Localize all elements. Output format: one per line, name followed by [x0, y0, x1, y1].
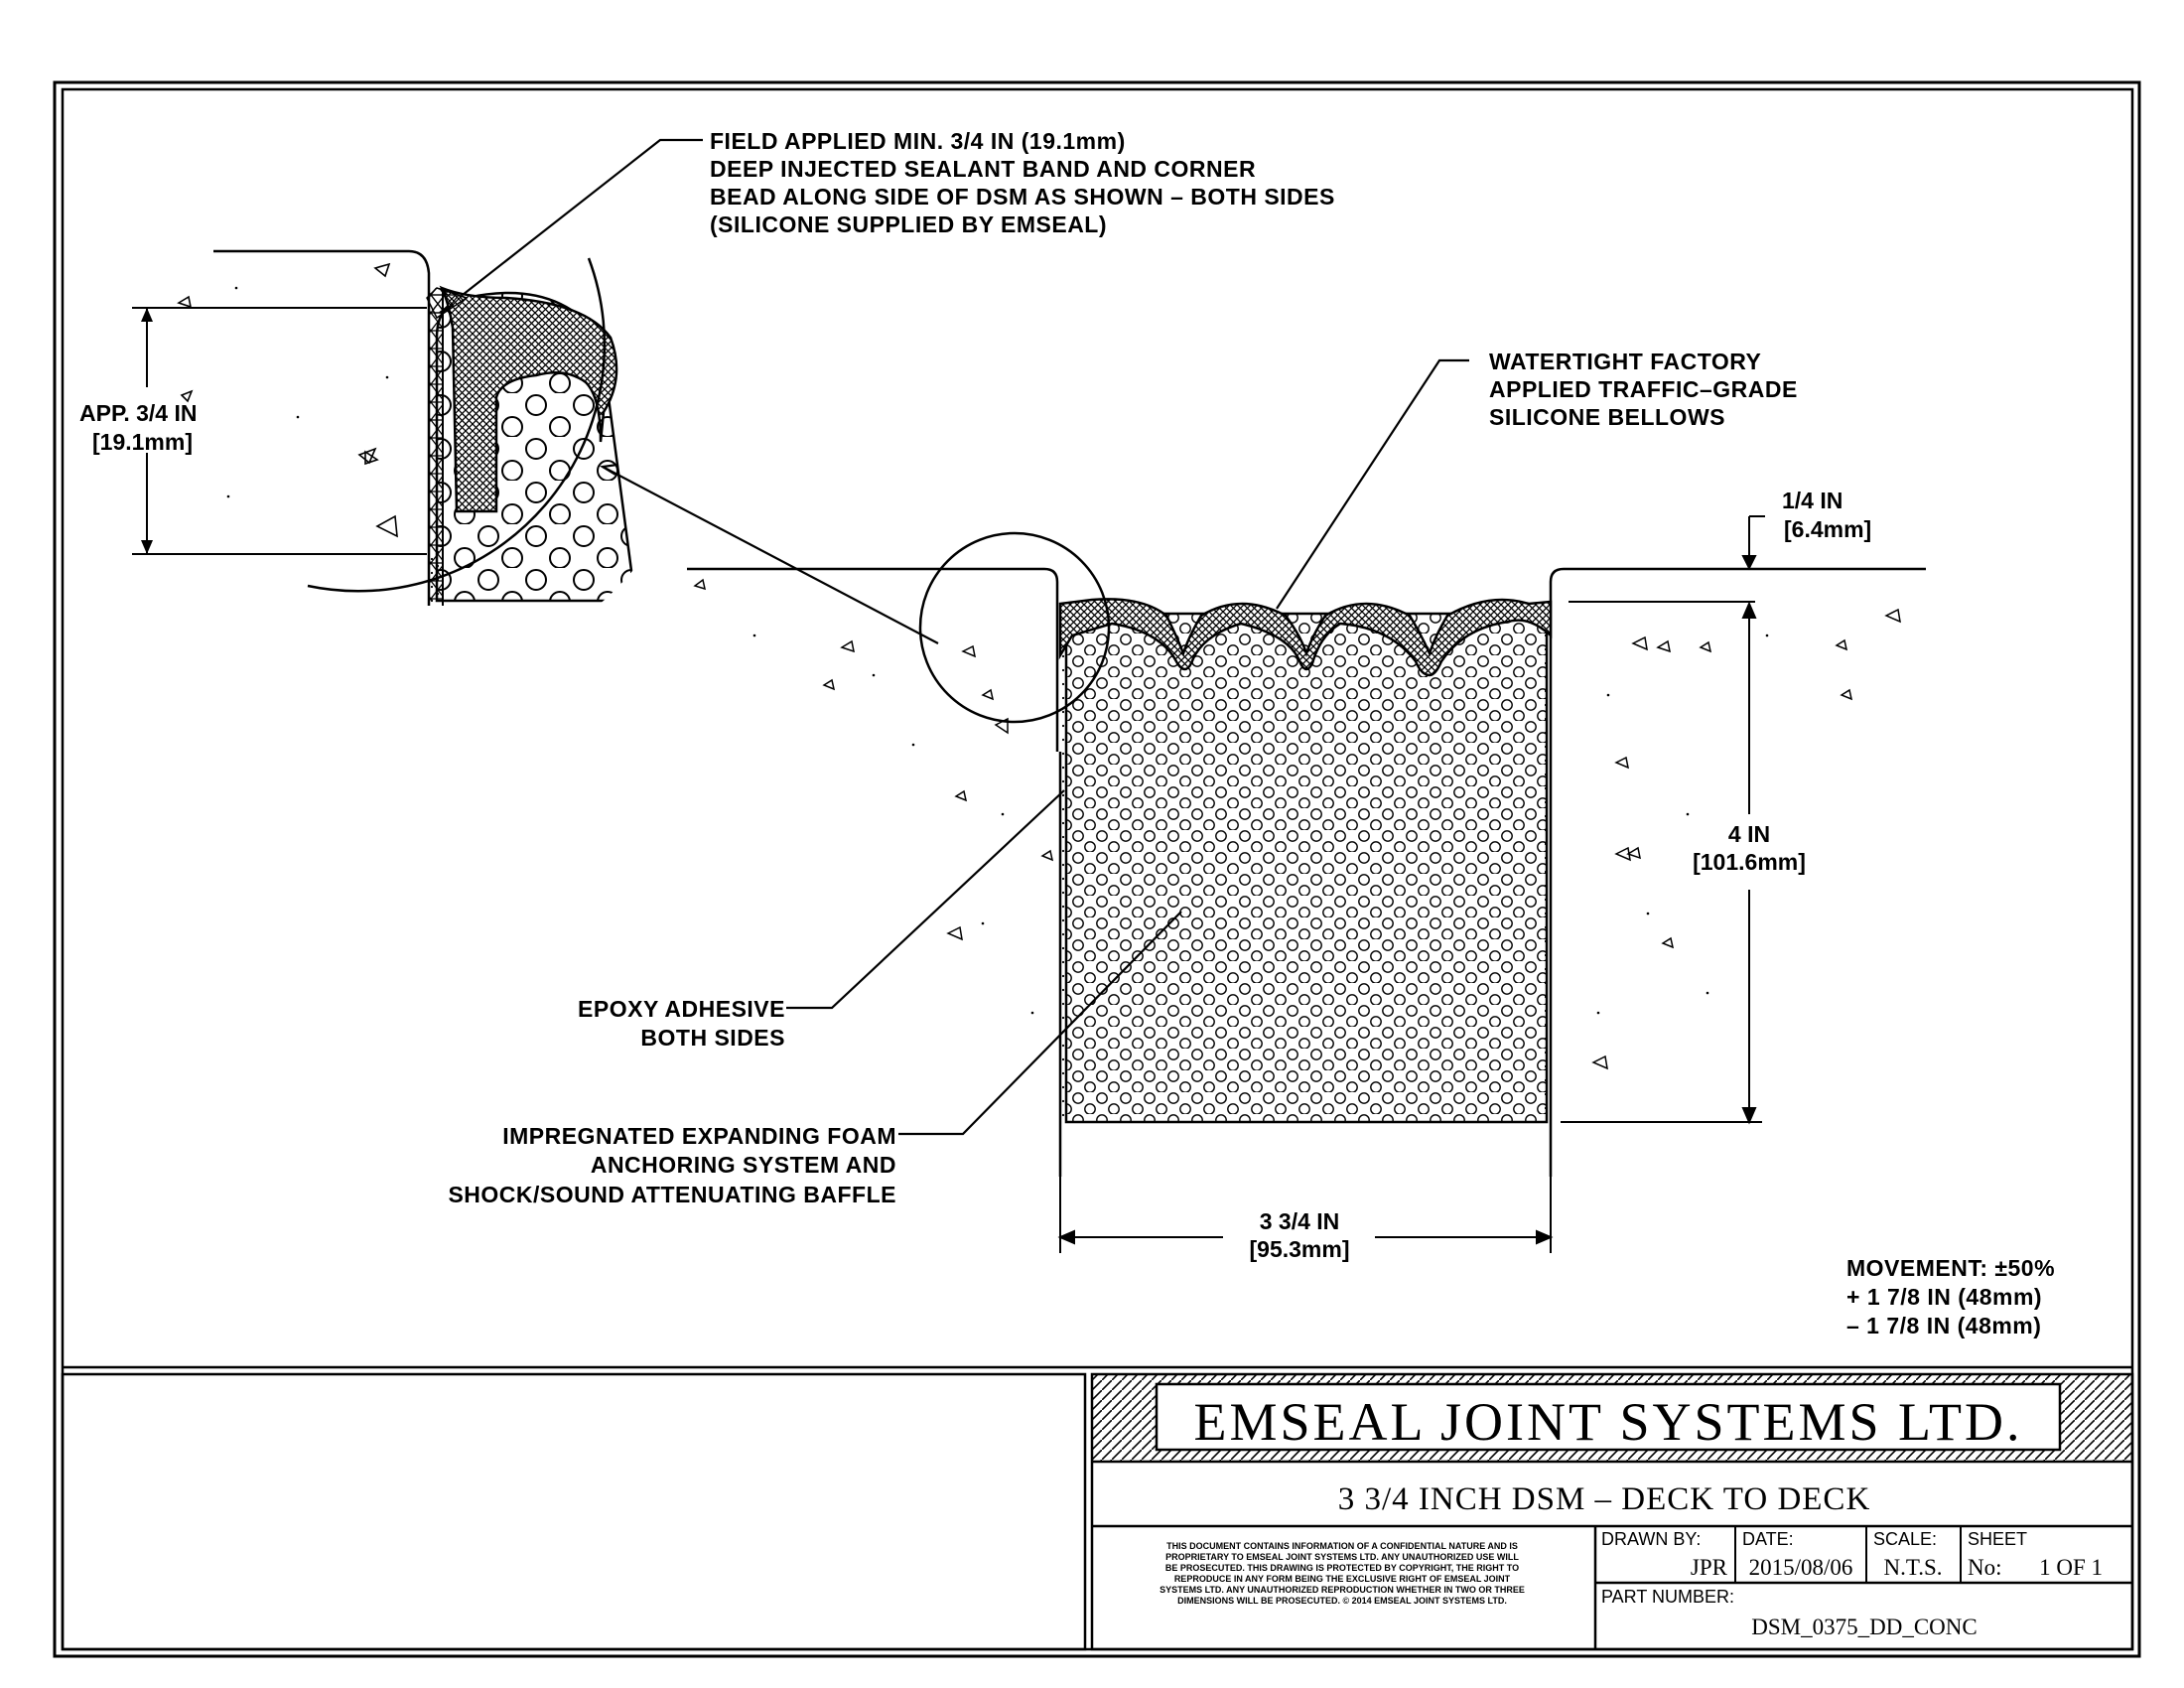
scale-value: N.T.S.	[1884, 1555, 1943, 1580]
svg-text:SHOCK/SOUND ATTENUATING BAFFLE: SHOCK/SOUND ATTENUATING BAFFLE	[448, 1182, 896, 1207]
dim-depth	[1561, 601, 1762, 1125]
svg-text:EPOXY ADHESIVE: EPOXY ADHESIVE	[578, 996, 785, 1022]
svg-text:SYSTEMS LTD. ANY UNAUTHORIZED: SYSTEMS LTD. ANY UNAUTHORIZED REPRODUCTI…	[1160, 1585, 1525, 1595]
scale-label: SCALE:	[1873, 1529, 1937, 1549]
date-value: 2015/08/06	[1749, 1555, 1853, 1580]
dim-width-label-1: 3 3/4 IN	[1260, 1208, 1340, 1234]
part-number-value: DSM_0375_DD_CONC	[1751, 1615, 1977, 1639]
leader-foam	[898, 911, 1182, 1136]
note-movement: MOVEMENT: ±50% + 1 7/8 IN (48mm) – 1 7/8…	[1846, 1255, 2055, 1338]
drawing-title: 3 3/4 INCH DSM – DECK TO DECK	[1338, 1481, 1871, 1517]
sheet-no-label: No:	[1968, 1555, 2002, 1580]
main-section	[439, 138, 1926, 1253]
epoxy-right	[1545, 614, 1551, 1122]
leader-bellows	[1276, 358, 1469, 610]
svg-text:(SILICONE SUPPLIED BY EMSEAL): (SILICONE SUPPLIED BY EMSEAL)	[710, 211, 1107, 237]
svg-text:ANCHORING SYSTEM AND: ANCHORING SYSTEM AND	[591, 1152, 896, 1178]
dim-depth-label-2: [101.6mm]	[1693, 849, 1806, 875]
drawn-by-value: JPR	[1691, 1555, 1728, 1580]
dim-width	[1057, 1132, 1554, 1253]
leader-sealant	[439, 138, 703, 314]
detail-sealant-band	[439, 285, 618, 513]
disclaimer: THIS DOCUMENT CONTAINS INFORMATION OF A …	[1160, 1541, 1525, 1606]
sheet-label: SHEET	[1968, 1529, 2027, 1549]
dim-width-label-2: [95.3mm]	[1250, 1236, 1350, 1262]
outer-border	[53, 80, 2141, 1658]
svg-text:DIMENSIONS WILL BE PROSECUTED.: DIMENSIONS WILL BE PROSECUTED. © 2014 EM…	[1177, 1596, 1507, 1606]
epoxy-left	[1060, 614, 1066, 1122]
dim-recess-label-2: [6.4mm]	[1784, 516, 1871, 542]
svg-text:FIELD APPLIED MIN. 3/4 IN (19.: FIELD APPLIED MIN. 3/4 IN (19.1mm)	[710, 128, 1126, 154]
enlarged-detail	[132, 249, 637, 606]
svg-text:BOTH SIDES: BOTH SIDES	[640, 1025, 785, 1051]
leader-epoxy	[786, 789, 1065, 1010]
svg-text:MOVEMENT: ±50%: MOVEMENT: ±50%	[1846, 1255, 2055, 1281]
part-number-label: PART NUMBER:	[1601, 1587, 1734, 1607]
detail-callout-circle	[918, 531, 1111, 724]
note-epoxy: EPOXY ADHESIVE BOTH SIDES	[578, 996, 785, 1051]
svg-text:BEAD ALONG SIDE OF DSM AS SHOW: BEAD ALONG SIDE OF DSM AS SHOWN – BOTH S…	[710, 184, 1335, 210]
svg-text:PROPRIETARY TO EMSEAL JOINT SY: PROPRIETARY TO EMSEAL JOINT SYSTEMS LTD.…	[1165, 1552, 1519, 1562]
svg-text:THIS DOCUMENT CONTAINS INFORMA: THIS DOCUMENT CONTAINS INFORMATION OF A …	[1166, 1541, 1518, 1551]
svg-text:IMPREGNATED EXPANDING FOAM: IMPREGNATED EXPANDING FOAM	[502, 1123, 896, 1149]
svg-text:REPRODUCE IN ANY FORM BEING TH: REPRODUCE IN ANY FORM BEING THE EXCLUSIV…	[1174, 1574, 1511, 1584]
svg-text:WATERTIGHT FACTORY: WATERTIGHT FACTORY	[1489, 349, 1761, 374]
company-name: EMSEAL JOINT SYSTEMS LTD.	[1193, 1392, 2022, 1452]
date-label: DATE:	[1742, 1529, 1794, 1549]
svg-text:+ 1 7/8 IN (48mm): + 1 7/8 IN (48mm)	[1846, 1284, 2042, 1310]
dim-detail-label-2: [19.1mm]	[92, 429, 193, 455]
svg-text:– 1 7/8 IN (48mm): – 1 7/8 IN (48mm)	[1846, 1313, 2041, 1338]
note-foam: IMPREGNATED EXPANDING FOAM ANCHORING SYS…	[448, 1123, 896, 1207]
title-block	[61, 1372, 2134, 1651]
leader-detail	[602, 466, 939, 644]
svg-text:DEEP INJECTED SEALANT BAND AND: DEEP INJECTED SEALANT BAND AND CORNER	[710, 156, 1256, 182]
note-sealant: FIELD APPLIED MIN. 3/4 IN (19.1mm) DEEP …	[710, 128, 1335, 237]
svg-text:BE PROSECUTED. THIS DRAWING IS: BE PROSECUTED. THIS DRAWING IS PROTECTED…	[1165, 1563, 1519, 1573]
dim-detail-label-1: APP. 3/4 IN	[79, 400, 197, 426]
drawn-by-label: DRAWN BY:	[1601, 1529, 1701, 1549]
foam-body	[1064, 612, 1549, 1124]
dim-depth-label-1: 4 IN	[1728, 821, 1770, 847]
sheet-value: 1 OF 1	[2039, 1555, 2103, 1580]
dim-recess-label-1: 1/4 IN	[1782, 488, 1843, 513]
svg-text:APPLIED TRAFFIC–GRADE: APPLIED TRAFFIC–GRADE	[1489, 376, 1798, 402]
silicone-bellows	[1058, 598, 1553, 677]
svg-text:SILICONE BELLOWS: SILICONE BELLOWS	[1489, 404, 1725, 430]
dim-recess	[1569, 515, 1765, 603]
note-bellows: WATERTIGHT FACTORY APPLIED TRAFFIC–GRADE…	[1489, 349, 1798, 430]
